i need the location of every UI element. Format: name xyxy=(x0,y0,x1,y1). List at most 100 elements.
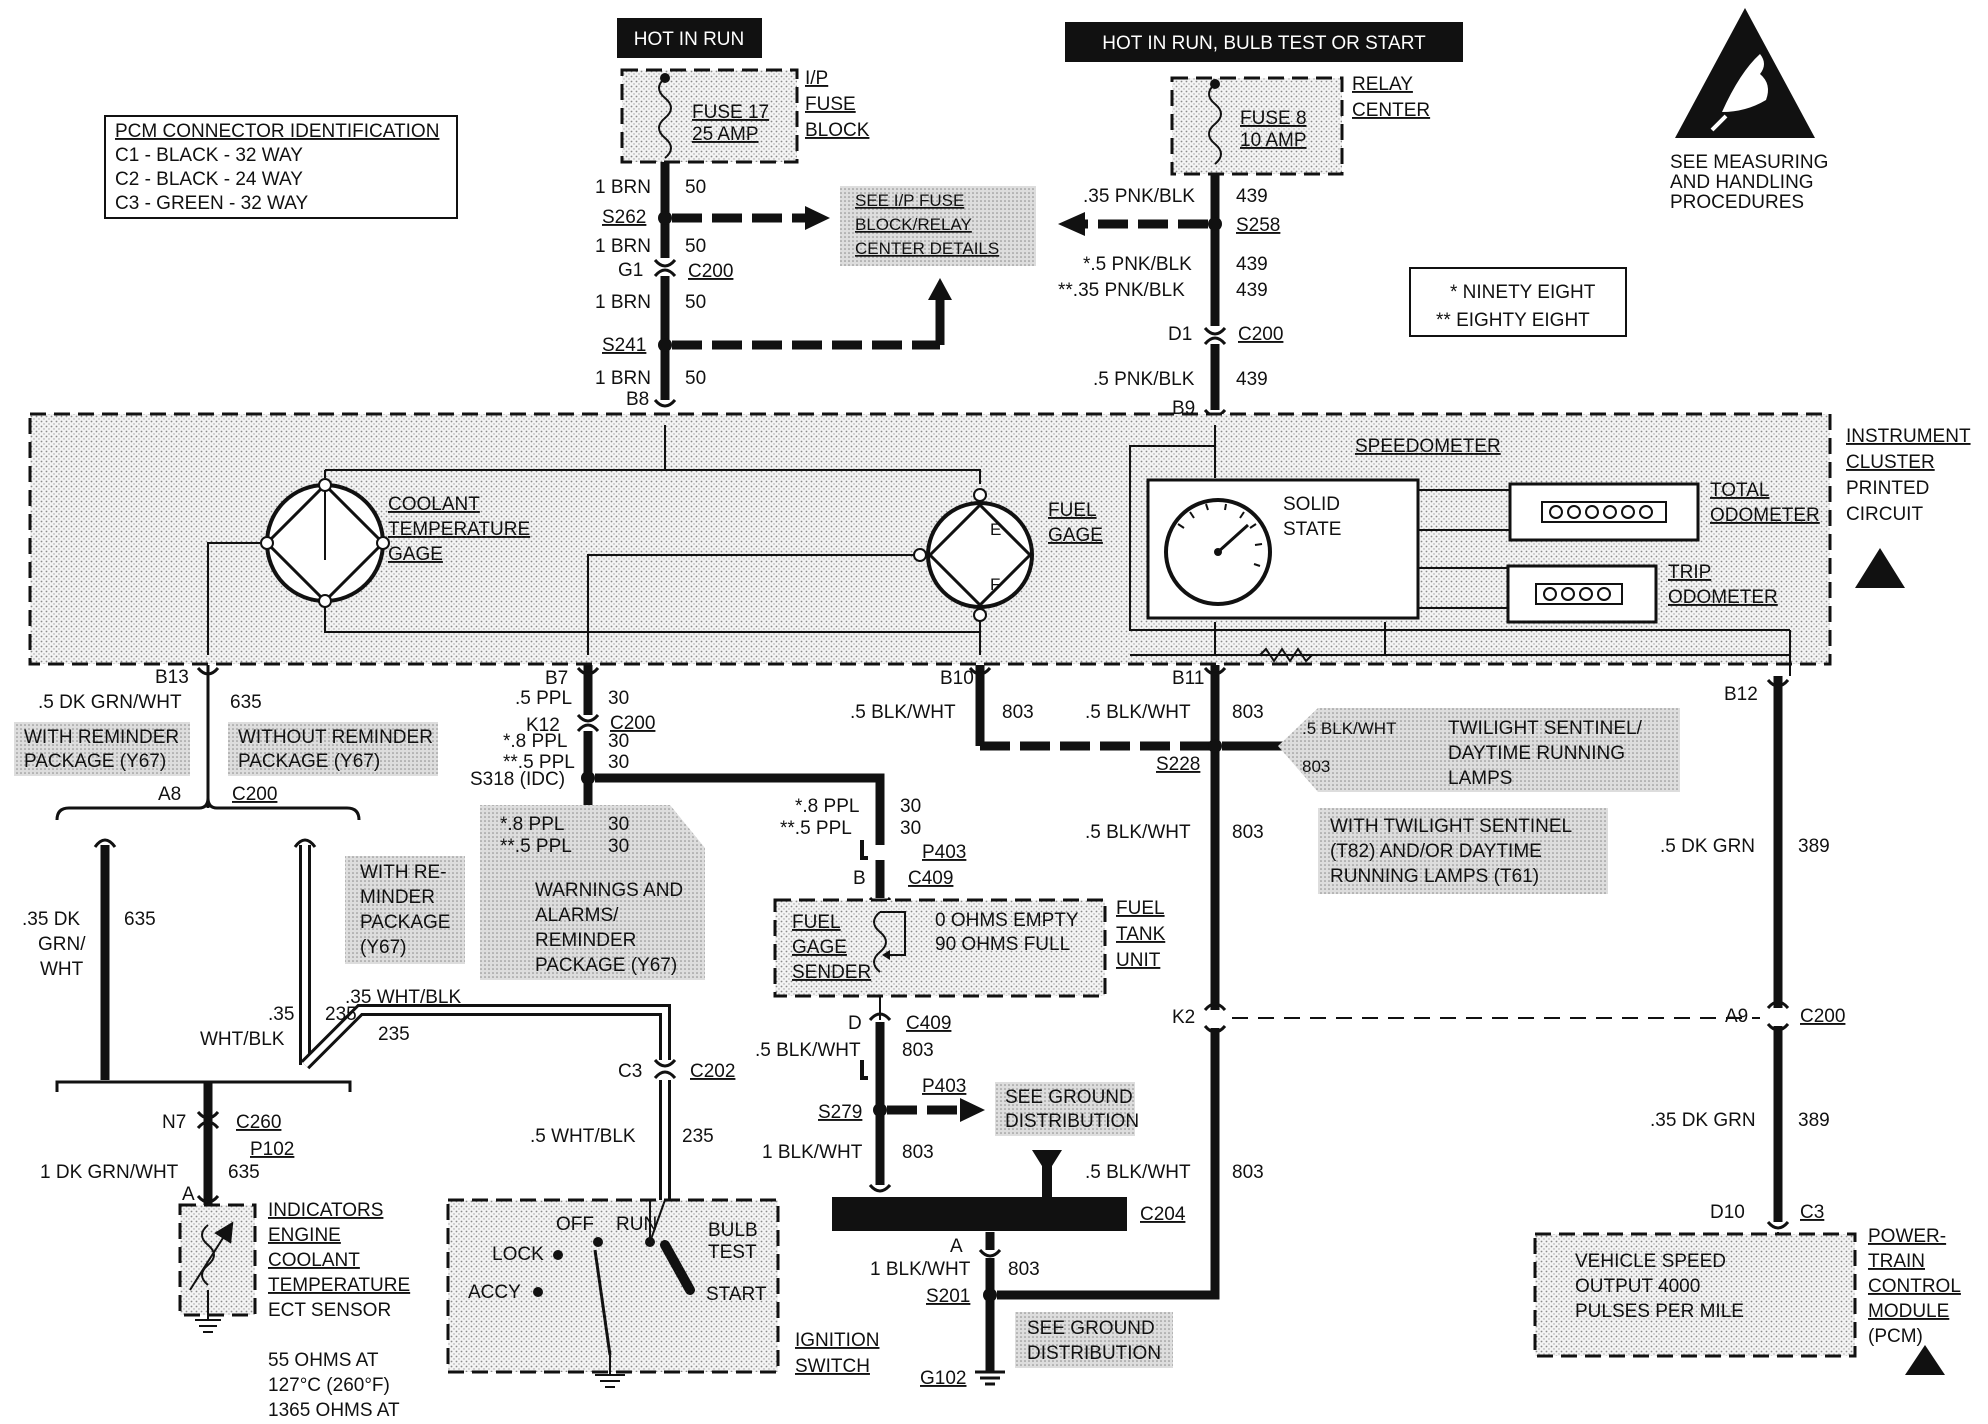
svg-text:MINDER: MINDER xyxy=(360,887,435,908)
conn-c204: C204 xyxy=(1140,1204,1186,1225)
svg-text:* NINETY EIGHT: * NINETY EIGHT xyxy=(1450,282,1596,303)
svg-text:LAMPS: LAMPS xyxy=(1448,768,1512,789)
w-dkgrn-s1: .5 DK GRN xyxy=(1660,836,1755,857)
ect-sensor-label-3: COOLANT xyxy=(268,1250,360,1271)
fuel-tank-label-3: UNIT xyxy=(1116,950,1161,971)
w-brn-4: 1 BRN xyxy=(595,368,651,389)
speedometer-label: SPEEDOMETER xyxy=(1355,436,1501,457)
pin-g1: G1 xyxy=(618,260,643,281)
esd-note-line2: AND HANDLING xyxy=(1670,172,1814,193)
relay-center-label-1: RELAY xyxy=(1352,74,1413,95)
twilight-callout: .5 BLK/WHT 803 TWILIGHT SENTINEL/ DAYTIM… xyxy=(1278,708,1680,792)
pin-b8: B8 xyxy=(626,389,649,410)
w-dkgrn-2c: WHT xyxy=(40,959,84,980)
fuel-sender-3: SENDER xyxy=(792,962,871,983)
svg-text:DISTRIBUTION: DISTRIBUTION xyxy=(1027,1343,1161,1364)
ignition-switch-label-2: SWITCH xyxy=(795,1356,870,1377)
fuel-tank-label-1: FUEL xyxy=(1116,898,1165,919)
pin-n7: N7 xyxy=(162,1112,186,1133)
ect-spec-2: 127°C (260°F) xyxy=(268,1375,390,1396)
c-30-3: 30 xyxy=(608,752,629,773)
esd-note-line3: PROCEDURES xyxy=(1670,192,1804,213)
svg-text:RUNNING LAMPS (T61): RUNNING LAMPS (T61) xyxy=(1330,866,1539,887)
svg-text:PACKAGE: PACKAGE xyxy=(360,912,450,933)
fuel-sender-1: FUEL xyxy=(792,912,841,933)
pin-a9: A9 xyxy=(1725,1006,1748,1027)
ignition-switch-label-1: IGNITION xyxy=(795,1330,879,1351)
pin-c3-c202: C3 xyxy=(618,1061,642,1082)
ip-fuse-block-label-3: BLOCK xyxy=(805,120,870,141)
svg-text:REMINDER: REMINDER xyxy=(535,930,636,951)
pin-d1: D1 xyxy=(1168,324,1192,345)
w-whtblk-1a: .35 xyxy=(268,1004,294,1025)
total-odometer-1: TOTAL xyxy=(1710,480,1769,501)
pin-b11: B11 xyxy=(1172,668,1204,689)
ground-g102: G102 xyxy=(920,1368,966,1389)
ect-sensor-label-2: ENGINE xyxy=(268,1225,341,1246)
conn-c3-pcm: C3 xyxy=(1800,1202,1824,1223)
svg-text:C3 - GREEN - 32 WAY: C3 - GREEN - 32 WAY xyxy=(115,193,309,214)
splice-s258: S258 xyxy=(1236,215,1280,236)
svg-text:FUSE 17: FUSE 17 xyxy=(692,102,769,123)
pin-k12: K12 xyxy=(526,715,560,736)
w-dkgrn-2b: GRN/ xyxy=(38,934,86,955)
svg-text:.5 BLK/WHT: .5 BLK/WHT xyxy=(1302,719,1396,738)
without-reminder-callout: WITHOUT REMINDER PACKAGE (Y67) xyxy=(228,722,438,776)
warnings-callout: *.8 PPL 30 **.5 PPL 30 WARNINGS AND ALAR… xyxy=(480,805,705,980)
fuel-tank-label-2: TANK xyxy=(1116,924,1166,945)
pin-a8: A8 xyxy=(158,784,181,805)
ground-circuit-wiring xyxy=(832,665,1760,1386)
with-twilight-callout: WITH TWILIGHT SENTINEL (T82) AND/OR DAYT… xyxy=(1318,808,1608,894)
w-dkgrn-3: 1 DK GRN/WHT xyxy=(40,1162,179,1183)
conn-c409: C409 xyxy=(908,868,953,889)
instrument-cluster-title-2: CLUSTER xyxy=(1846,452,1935,473)
vso-2: OUTPUT 4000 xyxy=(1575,1276,1700,1297)
splice-s279: S279 xyxy=(818,1102,862,1123)
svg-text:SEE GROUND: SEE GROUND xyxy=(1005,1087,1133,1108)
ip-fuse-block-label-2: FUSE xyxy=(805,94,856,115)
fuel-tank-unit xyxy=(773,898,1107,998)
w-brn-2: 1 BRN xyxy=(595,236,651,257)
hot-in-run-bulb-header: HOT IN RUN, BULB TEST OR START xyxy=(1065,22,1463,62)
conn-c200-top: C200 xyxy=(688,261,733,282)
splice-s201: S201 xyxy=(926,1286,970,1307)
splice-s318: S318 (IDC) xyxy=(470,769,565,790)
c-235-ign: 235 xyxy=(682,1126,714,1147)
w-pnk-2: *.5 PNK/BLK xyxy=(1083,254,1192,275)
w-ppl-1: .5 PPL xyxy=(515,688,572,709)
with-reminder-callout: WITH REMINDER PACKAGE (Y67) xyxy=(14,722,190,776)
svg-text:(Y67): (Y67) xyxy=(360,937,406,958)
pcm-label-3: CONTROL xyxy=(1868,1276,1961,1297)
w-ppl-2: *.8 PPL xyxy=(503,731,567,752)
c-803-1: 803 xyxy=(1002,702,1034,723)
svg-text:** EIGHTY EIGHT: ** EIGHTY EIGHT xyxy=(1436,310,1590,331)
pin-d10: D10 xyxy=(1710,1202,1745,1223)
pin-b12: B12 xyxy=(1724,684,1758,705)
with-re-minder-callout: WITH RE- MINDER PACKAGE (Y67) xyxy=(345,856,465,964)
ect-spec-1: 55 OHMS AT xyxy=(268,1350,379,1371)
svg-text:WITH RE-: WITH RE- xyxy=(360,862,447,883)
svg-text:DAYTIME RUNNING: DAYTIME RUNNING xyxy=(1448,743,1625,764)
svg-text:30: 30 xyxy=(608,814,629,835)
w-blkwht-4: .5 BLK/WHT xyxy=(1085,1162,1191,1183)
c-30-2: 30 xyxy=(608,731,629,752)
c-635-1: 635 xyxy=(230,692,262,713)
trip-odometer-2: ODOMETER xyxy=(1668,587,1778,608)
svg-text:SEE GROUND: SEE GROUND xyxy=(1027,1318,1155,1339)
fuel-circuit-wiring xyxy=(574,665,985,1193)
solid-state-1: SOLID xyxy=(1283,494,1340,515)
legend-box: * NINETY EIGHT ** EIGHTY EIGHT xyxy=(1409,267,1627,337)
svg-text:ALARMS/: ALARMS/ xyxy=(535,905,619,926)
c-235-diag: 235 xyxy=(378,1024,410,1045)
right-feed-wire xyxy=(1058,174,1227,418)
svg-text:C2 - BLACK - 24 WAY: C2 - BLACK - 24 WAY xyxy=(115,169,303,190)
svg-text:25 AMP: 25 AMP xyxy=(692,124,759,145)
w-ppl-r2: **.5 PPL xyxy=(780,818,852,839)
svg-text:CENTER DETAILS: CENTER DETAILS xyxy=(855,239,999,258)
ign-bulb-1: BULB xyxy=(708,1220,758,1241)
w-blkwht-2: .5 BLK/WHT xyxy=(1085,702,1191,723)
pin-b-c409: B xyxy=(853,868,866,889)
svg-text:C1 - BLACK - 32 WAY: C1 - BLACK - 32 WAY xyxy=(115,145,303,166)
